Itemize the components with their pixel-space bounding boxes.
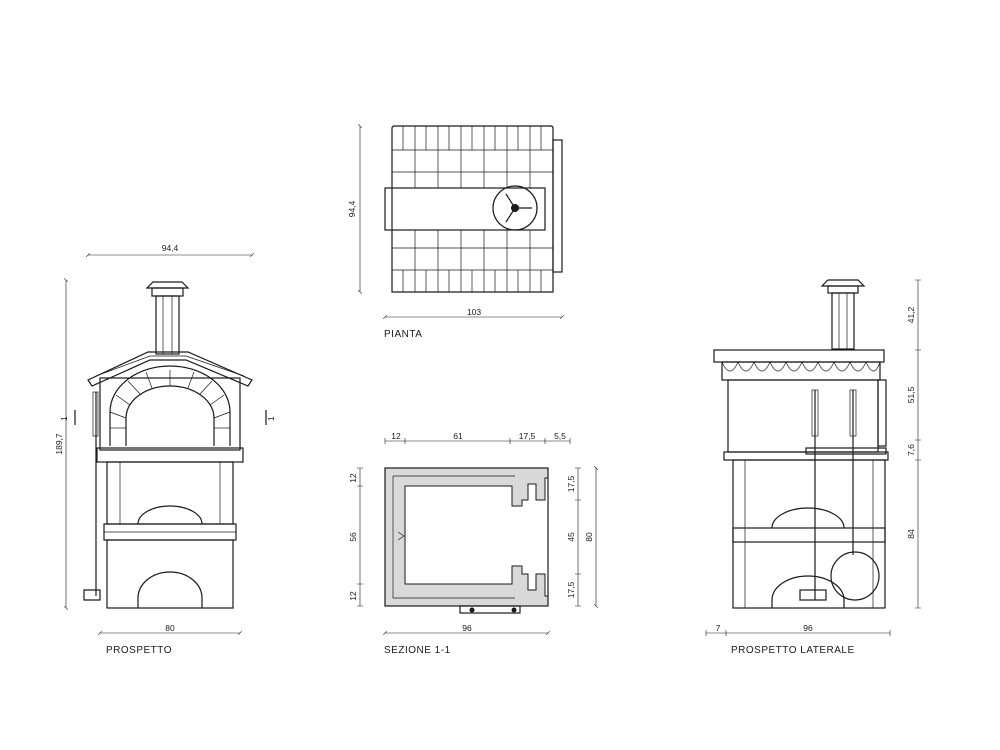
upper-base [106,461,234,525]
woodstore-arch-upper [137,505,203,525]
side-woodstore-arch-lower [771,575,845,608]
dim-section-left-3: 12 [348,591,358,601]
dim-side-right-4: 84 [906,529,916,539]
front-view-title: PROSPETTO [106,645,172,656]
side-chimney-cap [820,279,866,287]
chimney-cap [145,281,190,289]
oven-arch [109,365,231,446]
section-mark-right-label: 1 [266,416,276,421]
dim-side-right-3: 7,6 [906,444,916,456]
dim-side-right-1: 41,2 [906,306,916,323]
plan-side-ledge [552,139,563,273]
section-view-title: SEZIONE 1-1 [384,645,451,656]
plan-view: 94,4 103 PIANTA [347,126,562,340]
dim-section-left-1: 12 [348,473,358,483]
woodstore-arch-lower [137,571,203,608]
dim-side-bottom: 96 [803,623,813,633]
side-roof-ridge [713,349,885,363]
side-chimney-flue [831,292,855,350]
dome-body [99,377,241,451]
side-dome-body [727,379,879,453]
dim-section-top-1: 12 [391,431,401,441]
chimney-cap-plan [505,193,532,223]
ridge-beam [384,187,546,231]
roof-tiles [391,125,554,293]
dim-plan-width-label: 103 [467,307,481,317]
side-view-title: PROSPETTO LATERALE [731,645,855,656]
lower-base [106,539,234,609]
section-view: 12 61 17,5 5,5 12 56 12 17,5 45 17,5 80 … [348,431,596,656]
front-elevation-view: 1 1 94,4 189,7 80 PROSPETTO [54,243,276,656]
dim-height-label: 189,7 [54,433,64,455]
chimney-flue [155,295,180,355]
side-tool-round-peel [830,551,880,601]
chimney-plan [492,185,538,231]
dim-side-right-2: 51,5 [906,386,916,403]
dim-width-base-label: 80 [165,623,175,633]
side-base [732,459,886,609]
dim-section-top-4: 5,5 [554,431,566,441]
oven-mouth [125,385,215,446]
roof [87,351,253,387]
dim-section-right-3: 17,5 [566,581,576,598]
arch-bricks [109,370,231,419]
dim-section-right-2: 45 [566,532,576,542]
side-elevation-view: 41,2 51,5 7,6 84 7 96 PROSPETTO LATERALE [705,279,921,656]
dim-section-left-2: 56 [348,532,358,542]
section-grate [459,605,521,614]
side-woodstore-arch-upper [771,507,845,529]
dim-section-top-2: 61 [453,431,463,441]
dim-section-top-3: 17,5 [519,431,536,441]
section-walls [384,467,549,607]
side-mouth-frame [877,379,887,447]
section-mark-left-label: 1 [59,416,69,421]
dim-width-top-label: 94,4 [162,243,179,253]
plan-view-title: PIANTA [384,329,422,340]
dim-depth-label: 94,4 [347,200,357,217]
side-mid-slab [732,527,886,543]
dim-side-bottom-small: 7 [716,623,721,633]
dim-section-right-1: 17,5 [566,475,576,492]
chimney-collar [151,287,184,297]
dim-section-bottom-label: 96 [462,623,472,633]
dim-section-right-total: 80 [584,532,594,542]
